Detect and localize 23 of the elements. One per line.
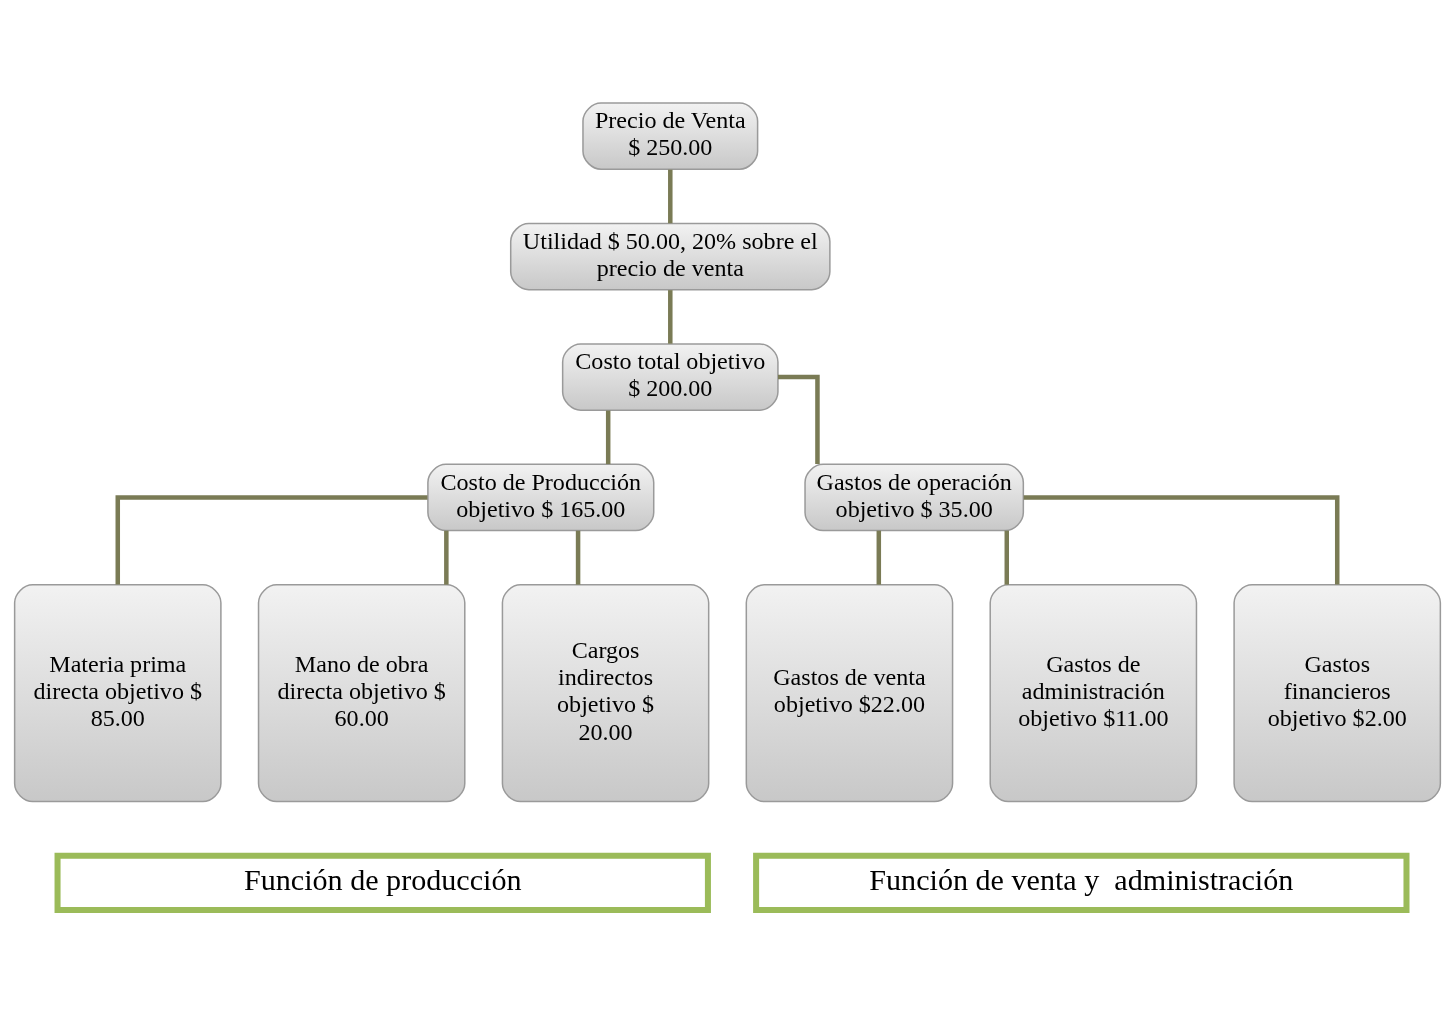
node-box: Mano de obra directa objetivo $ 60.00 [257,584,466,803]
connector [668,290,673,344]
node-box: Costo total objetivo $ 200.00 [561,343,779,411]
connector [115,495,428,585]
node-box: Utilidad $ 50.00, 20% sobre el precio de venta [509,222,831,291]
node-box: Gastos financieros objetivo $2.00 [1233,584,1442,803]
node-box: Función de venta y administración [753,852,1410,913]
connector [575,530,581,585]
node-box: Gastos de operación objetivo $ 35.00 [804,463,1025,532]
connector [778,374,820,464]
connector [876,530,882,585]
node-box: Materia prima directa objetivo $ 85.00 [13,584,222,803]
node-box: Precio de Venta $ 250.00 [582,102,759,170]
connector [668,169,673,224]
node-box: Función de producción [54,852,711,913]
node-box: Gastos de administración objetivo $11.00 [989,584,1198,803]
connector [605,410,611,465]
node-box: Costo de Producción objetivo $ 165.00 [427,463,655,532]
connector [1023,495,1340,585]
connector [1004,530,1010,585]
connector [444,530,449,585]
node-box: Cargos indirectos objetivo $ 20.00 [501,584,710,803]
node-box: Gastos de venta objetivo $22.00 [745,584,954,803]
